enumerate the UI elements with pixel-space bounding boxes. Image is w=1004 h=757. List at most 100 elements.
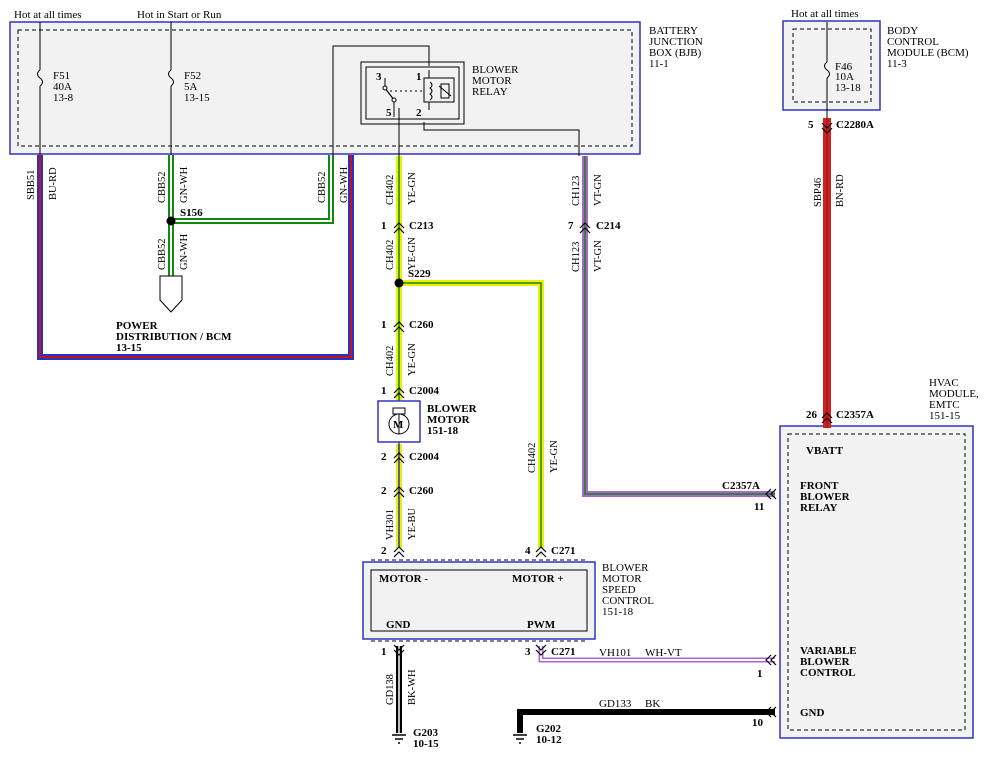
wire-label-cbb52-a: CBB52: [157, 171, 168, 203]
speed-control-pwm: PWM: [527, 619, 556, 631]
speed-control-ref: 151-18: [602, 606, 634, 618]
c2004a-pin: 1: [381, 385, 387, 397]
blower-motor-relay: 3 1 5 2: [332, 45, 580, 156]
wire-cbb52: [168, 155, 334, 276]
hvac-title-3: EMTC: [929, 399, 960, 411]
splice-s156-label: S156: [180, 207, 203, 219]
wire-label-ye-gn-d: YE-GN: [549, 440, 560, 473]
wire-label-cbb52-c: CBB52: [157, 238, 168, 270]
ground-g203-ref: 10-15: [413, 738, 439, 750]
c271b-pin3: 3: [525, 646, 531, 658]
c2280a-pin: 5: [808, 119, 814, 131]
c260a-label: C260: [409, 319, 434, 331]
hvac-var-1: VARIABLE: [800, 645, 857, 657]
bcm-title-1: BODY: [887, 25, 918, 37]
wire-label-ch402-a: CH402: [385, 175, 396, 205]
wire-label-gd133: GD133: [599, 698, 632, 710]
wire-label-vh101: VH101: [599, 647, 631, 659]
ground-g202-label: G202: [536, 723, 562, 735]
speed-control-module: [362, 559, 596, 642]
fuse-f52-name: F52: [184, 70, 201, 82]
wire-label-ch123-b: CH123: [571, 242, 582, 272]
c214-pin: 7: [568, 220, 574, 232]
ground-g202: [513, 734, 527, 744]
bjb-ref: 11-1: [649, 58, 669, 70]
wire-label-ch402-b: CH402: [385, 240, 396, 270]
fuse-f52-ref: 13-15: [184, 92, 210, 104]
blower-motor-ref: 151-18: [427, 425, 459, 437]
ground-g203: [392, 734, 406, 744]
c260a-pin: 1: [381, 319, 387, 331]
c2357a-top-label: C2357A: [836, 409, 874, 421]
c271b-pin1: 1: [381, 646, 387, 658]
fuse-f52-rating: 5A: [184, 81, 198, 93]
wire-label-ye-gn-c: YE-GN: [407, 343, 418, 376]
wire-label-ye-gn-b: YE-GN: [407, 237, 418, 270]
relay-title-2: MOTOR: [472, 75, 512, 87]
power-dist-line1: POWER: [116, 320, 159, 332]
connector-chevrons: [393, 122, 833, 718]
fuse-f51: [37, 22, 43, 155]
relay-pin3: 3: [376, 71, 382, 83]
relay-title-3: RELAY: [472, 86, 508, 98]
hvac-gnd: GND: [800, 707, 825, 719]
hvac-front-2: BLOWER: [800, 491, 851, 503]
hvac-ref: 151-15: [929, 410, 961, 422]
wire-label-vt-gn-b: VT-GN: [593, 240, 604, 272]
wire-label-bn-rd: BN-RD: [835, 174, 846, 207]
bjb-title-1: BATTERY: [649, 25, 698, 37]
power-dist-line2: DISTRIBUTION / BCM: [116, 331, 232, 343]
fuse-f51-ref: 13-8: [53, 92, 74, 104]
wire-label-gn-wh-c: GN-WH: [179, 233, 190, 270]
c260b-label: C260: [409, 485, 434, 497]
c2280a-label: C2280A: [836, 119, 874, 131]
ground-g202-ref: 10-12: [536, 734, 562, 746]
fuse-f52: [168, 22, 174, 155]
fuse-f46-rating: 10A: [835, 71, 854, 83]
speed-control-motor-minus: MOTOR -: [379, 573, 428, 585]
ground-g203-label: G203: [413, 727, 439, 739]
splice-s229-label: S229: [408, 268, 431, 280]
hvac-title-2: MODULE,: [929, 388, 979, 400]
c2357a-mid-pin: 11: [754, 501, 764, 513]
splice-s229: [394, 278, 404, 288]
supply-hot-all-times-2: Hot at all times: [791, 8, 859, 20]
hvac-title-1: HVAC: [929, 377, 959, 389]
wire-ch402: [396, 156, 544, 548]
relay-pin5: 5: [386, 107, 392, 119]
speed-control-gnd: GND: [386, 619, 411, 631]
splice-s156: [166, 216, 176, 226]
c2004b-label: C2004: [409, 451, 439, 463]
blower-motor: M: [377, 400, 421, 444]
bjb-title-3: BOX (BJB): [649, 47, 702, 59]
hvac-var-3: CONTROL: [800, 667, 856, 679]
c2357a-top-pin: 26: [806, 409, 818, 421]
speed-control-title-4: CONTROL: [602, 595, 654, 607]
c271a-pin2: 2: [381, 545, 387, 557]
c271a-pin4: 4: [525, 545, 531, 557]
wire-label-sbb51: SBB51: [26, 170, 37, 200]
c213-label: C213: [409, 220, 434, 232]
hvac-var-2: BLOWER: [800, 656, 851, 668]
speed-control-title-1: BLOWER: [602, 562, 649, 574]
wire-label-ch123-a: CH123: [571, 176, 582, 206]
blower-motor-line2: MOTOR: [427, 414, 471, 426]
wire-label-ye-gn-a: YE-GN: [407, 172, 418, 205]
supply-hot-all-times-1: Hot at all times: [14, 9, 82, 21]
wire-label-cbb52-b: CBB52: [317, 171, 328, 203]
bcm-title-3: MODULE (BCM): [887, 47, 969, 59]
fuse-f46-ref: 13-18: [835, 82, 861, 94]
power-distribution-symbol: [159, 275, 183, 313]
power-dist-ref: 13-15: [116, 342, 142, 354]
wire-ch123: [582, 156, 775, 497]
wire-label-gn-wh-a: GN-WH: [179, 166, 190, 203]
wire-label-vh301: VH301: [385, 509, 396, 540]
wire-label-bk: BK: [645, 698, 660, 710]
hvac-front-1: FRONT: [800, 480, 839, 492]
blower-motor-line1: BLOWER: [427, 403, 478, 415]
c271a-label: C271: [551, 545, 575, 557]
wire-label-bk-wh: BK-WH: [407, 669, 418, 705]
hvac-module: [779, 425, 974, 739]
c214-label: C214: [596, 220, 621, 232]
